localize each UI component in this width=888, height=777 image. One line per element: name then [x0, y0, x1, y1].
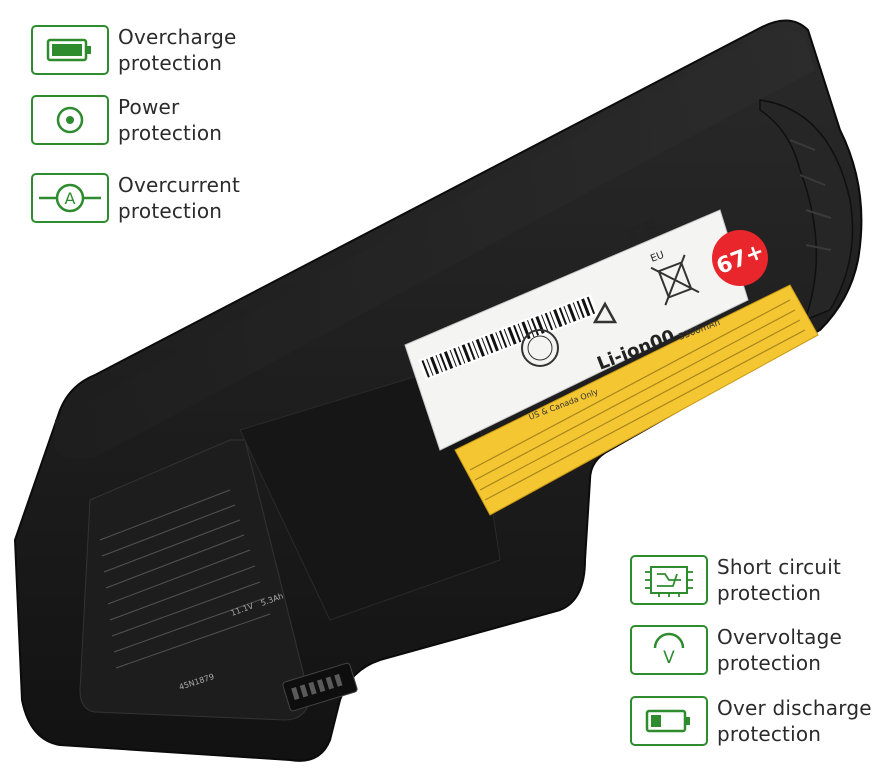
feature-icon-box	[31, 25, 109, 75]
ammeter-icon: A	[39, 183, 101, 213]
low-battery-icon	[645, 709, 690, 733]
feature-title: Overcharge	[118, 25, 237, 49]
feature-label: Overvoltage protection	[717, 624, 842, 676]
feature-overcurrent-protection: A Overcurrent protection	[31, 172, 240, 224]
feature-subtitle: protection	[118, 51, 223, 75]
feature-title: Short circuit	[717, 555, 842, 579]
crossed-bin-symbol	[650, 254, 700, 306]
feature-subtitle: protection	[118, 121, 223, 145]
feature-label: Over discharge protection	[717, 695, 872, 747]
feature-subtitle: protection	[118, 199, 223, 223]
feature-icon-box	[630, 555, 708, 605]
feature-icon-box	[31, 95, 109, 145]
feature-icon-box	[630, 696, 708, 746]
recycle-stamp	[521, 329, 559, 367]
feature-title: Power	[118, 95, 180, 119]
voltmeter-icon: V	[653, 632, 685, 668]
feature-subtitle: protection	[717, 581, 822, 605]
battery-end-cap	[759, 99, 854, 322]
badge-67-plus: 67+	[712, 230, 768, 286]
svg-text:V: V	[663, 648, 675, 668]
warning-text-lines	[469, 299, 806, 501]
svg-text:A: A	[65, 189, 76, 208]
battery-connector	[282, 662, 358, 712]
feature-over-discharge-protection: Over discharge protection	[630, 695, 872, 747]
power-target-icon	[56, 106, 84, 134]
circuit-board-icon	[645, 566, 693, 597]
feature-title: Overvoltage	[717, 625, 843, 649]
feature-subtitle: protection	[717, 722, 822, 746]
feature-label: Power protection	[118, 94, 222, 146]
eu-mark: EU	[649, 250, 666, 265]
feature-icon-box: A	[31, 173, 109, 223]
feature-subtitle: protection	[717, 651, 822, 675]
battery-yellow-label	[454, 284, 819, 516]
battery-top-ridge	[55, 28, 815, 459]
full-battery-icon	[46, 38, 91, 62]
feature-icon-box: V	[630, 625, 708, 675]
feature-overcharge-protection: Overcharge protection	[31, 24, 236, 76]
feature-short-circuit-protection: Short circuit protection	[630, 554, 841, 606]
feature-label: Overcurrent protection	[118, 172, 240, 224]
feature-title: Over discharge	[717, 696, 872, 720]
feature-title: Overcurrent	[118, 173, 241, 197]
side-panel-print	[99, 489, 271, 669]
feature-label: Short circuit protection	[717, 554, 841, 606]
recycle-symbol	[592, 301, 618, 324]
feature-label: Overcharge protection	[118, 24, 236, 76]
feature-overvoltage-protection: V Overvoltage protection	[630, 624, 842, 676]
feature-power-protection: Power protection	[31, 94, 222, 146]
grip-ridges	[789, 139, 832, 251]
